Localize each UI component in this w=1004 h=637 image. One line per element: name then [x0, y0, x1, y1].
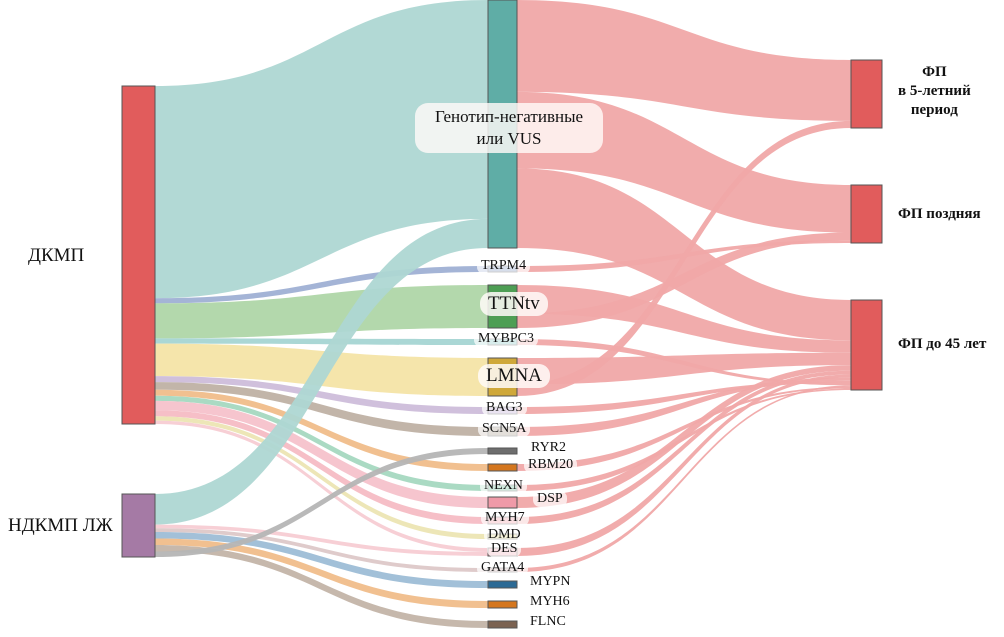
- mid-title-line1: Генотип-негативные: [434, 107, 584, 126]
- outcome-label-line: период: [910, 101, 958, 118]
- sankey-link: [517, 380, 851, 414]
- sankey-link: [155, 410, 488, 524]
- sankey-link: [155, 420, 488, 552]
- sankey-link: [155, 400, 488, 508]
- sankey-node-dsp[interactable]: [487, 496, 518, 509]
- sankey-node-af45[interactable]: [850, 299, 883, 391]
- sankey-link: [517, 285, 851, 353]
- gene-label-scn5a: SCN5A: [478, 421, 531, 437]
- sankey-link: [155, 448, 488, 557]
- outcome-label-1: ФП поздняя: [898, 205, 981, 224]
- sankey-link: [155, 338, 488, 345]
- sankey-link: [155, 528, 488, 572]
- sankey-link: [155, 218, 488, 525]
- sankey-link: [155, 524, 488, 556]
- sankey-link: [517, 370, 851, 524]
- sankey-link: [517, 240, 851, 272]
- sankey-link: [155, 531, 488, 588]
- node-label-genotype-negative: Генотип-негативные или VUS: [415, 103, 603, 154]
- sankey-link: [155, 538, 488, 608]
- outcome-label-line: ФП поздняя: [898, 206, 981, 222]
- sankey-link: [155, 389, 488, 471]
- gene-label-dmd: DMD: [484, 527, 525, 543]
- sankey-link: [155, 382, 488, 436]
- sankey-link: [155, 0, 488, 299]
- node-label-dcm: ДКМП: [28, 245, 85, 266]
- sankey-node-aflate[interactable]: [850, 184, 883, 244]
- sankey-node-af5y[interactable]: [850, 59, 883, 129]
- gene-label-myh6: MYH6: [526, 594, 574, 610]
- sankey-link: [517, 365, 851, 508]
- gene-label-myh7: MYH7: [481, 510, 529, 526]
- outcome-label-0: ФП в 5-летний период: [898, 63, 971, 119]
- gene-label-mybpc3: MYBPC3: [474, 331, 539, 347]
- gene-label-ttntv: TTNtv: [480, 292, 548, 316]
- gene-label-flnc: FLNC: [526, 614, 570, 630]
- gene-label-dsp: DSP: [533, 491, 567, 507]
- sankey-link: [517, 386, 851, 471]
- sankey-link: [517, 0, 851, 121]
- sankey-node-dcm[interactable]: [121, 85, 156, 425]
- sankey-link: [155, 416, 488, 539]
- gene-label-gata4: GATA4: [477, 560, 529, 576]
- sankey-link: [155, 544, 488, 628]
- outcome-label-line: ФП: [922, 64, 947, 80]
- sankey-link: [517, 385, 851, 572]
- gene-label-nexn: NEXN: [480, 478, 527, 494]
- gene-label-rbm20: RBM20: [524, 457, 578, 473]
- gene-label-des: DES: [487, 541, 522, 557]
- mid-title-line2: или VUS: [476, 129, 542, 149]
- sankey-link: [155, 376, 488, 414]
- sankey-link: [155, 285, 488, 339]
- gene-label-bag3: BAG3: [482, 400, 527, 416]
- sankey-link: [517, 232, 851, 328]
- sankey-link: [155, 395, 488, 491]
- gene-label-mypn: MYPN: [526, 574, 575, 590]
- sankey-node-ndlvc[interactable]: [121, 493, 156, 558]
- outcome-label-line: ФП до 45 лет: [898, 336, 987, 352]
- sankey-link: [155, 266, 488, 304]
- sankey-link: [517, 120, 851, 397]
- gene-label-trpm4: TRPM4: [477, 258, 531, 274]
- sankey-link: [517, 374, 851, 556]
- sankey-node-myh6[interactable]: [487, 600, 518, 609]
- outcome-label-line: в 5-летний: [898, 82, 971, 99]
- gene-label-ryr2: RYR2: [527, 440, 571, 456]
- sankey-node-ryr2[interactable]: [487, 447, 518, 455]
- sankey-node-mypn[interactable]: [487, 580, 518, 589]
- sankey-link: [517, 388, 851, 491]
- outcome-label-2: ФП до 45 лет: [898, 335, 986, 354]
- node-label-ndlvc: НДКМП ЛЖ: [8, 515, 113, 536]
- sankey-node-flnc[interactable]: [487, 620, 518, 629]
- sankey-link: [517, 377, 851, 436]
- sankey-link: [517, 339, 851, 386]
- gene-label-lmna: LMNA: [478, 364, 550, 388]
- sankey-node-rbm20[interactable]: [487, 463, 518, 472]
